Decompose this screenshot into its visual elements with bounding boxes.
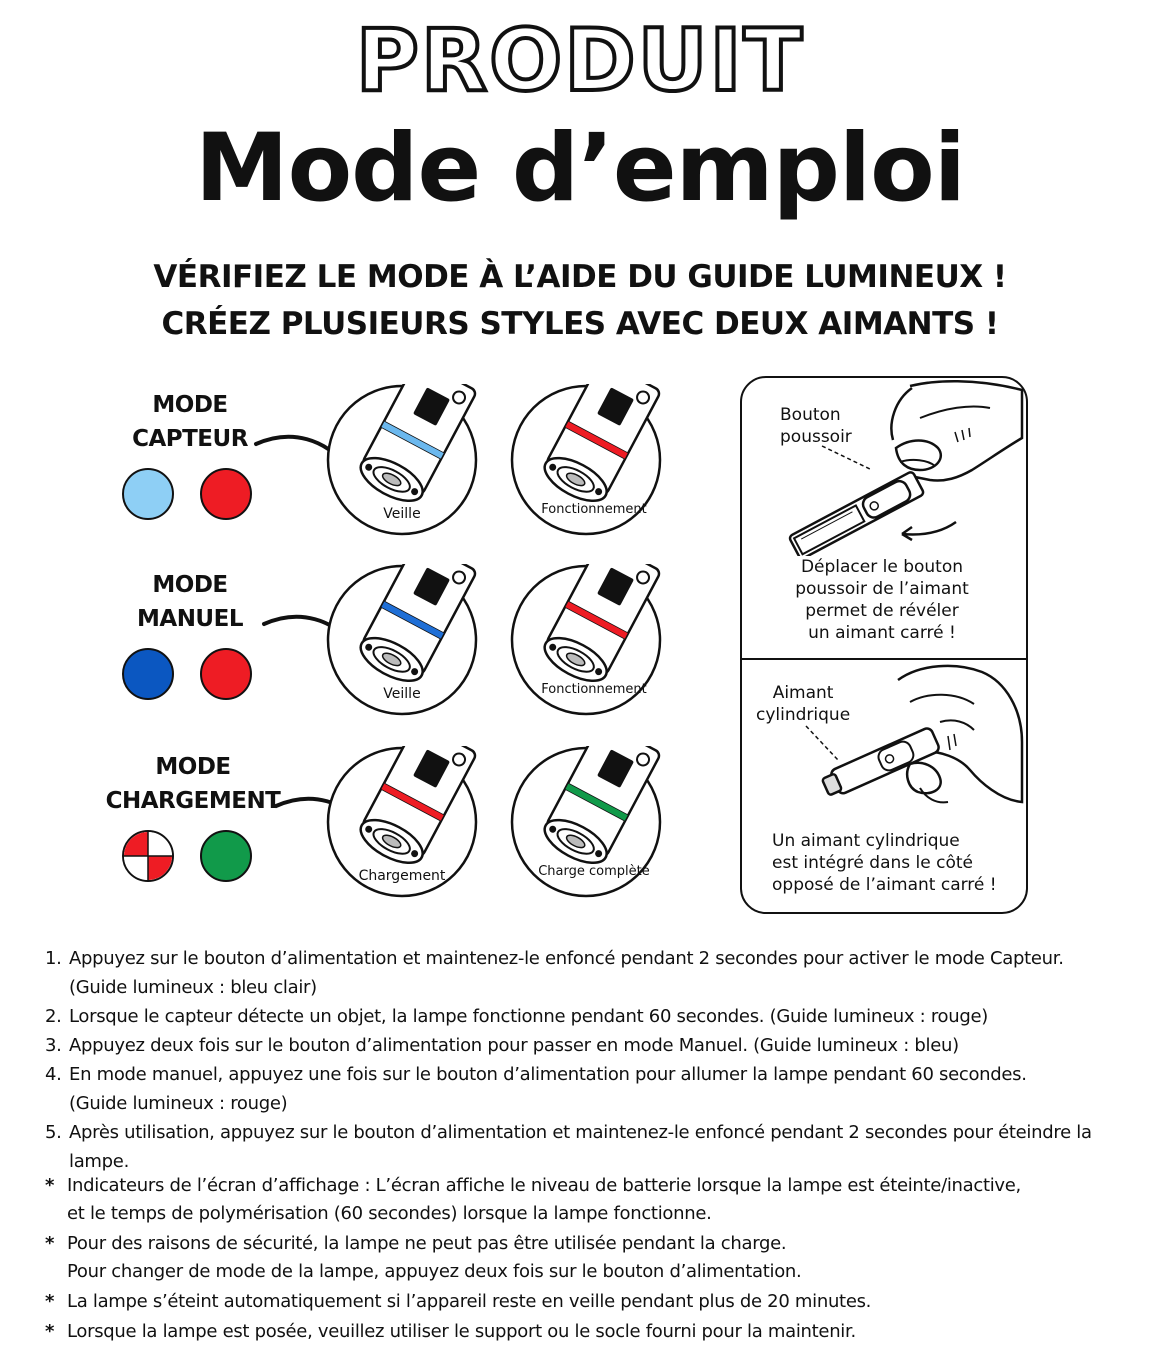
note-body: La lampe s’éteint automatiquement si l’a…: [67, 1288, 871, 1316]
note-text: Lorsque la lampe est posée, veuillez uti…: [67, 1321, 856, 1342]
step-number: 1.: [45, 948, 62, 969]
step-body: Lorsque le capteur détecte un objet, la …: [69, 1002, 988, 1031]
safety-notes: * Indicateurs de l’écran d’affichage : L’…: [45, 1172, 1145, 1348]
instruction-steps: 1. Appuyez sur le bouton d’alimentation e…: [45, 944, 1145, 1176]
magnet-info-panel: [740, 376, 1028, 914]
lamp-illustration: [326, 564, 478, 716]
mode-name: MANUEL: [137, 606, 243, 632]
note-body: Indicateurs de l’écran d’affichage : L’é…: [67, 1172, 1021, 1228]
lamp-state-label: Fonctionnement: [541, 502, 647, 517]
step-number: 5.: [45, 1122, 62, 1143]
step-text: Appuyez deux fois sur le bouton d’alimen…: [69, 1035, 959, 1056]
step-text: Appuyez sur le bouton d’alimentation et …: [69, 948, 1064, 969]
panel-divider: [740, 658, 1028, 660]
note-item: * Lorsque la lampe est posée, veuillez ut…: [45, 1318, 1145, 1346]
step-body: Appuyez deux fois sur le bouton d’alimen…: [69, 1031, 959, 1060]
lamp-state-label: Veille: [383, 506, 421, 522]
note-text: Pour des raisons de sécurité, la lampe n…: [67, 1233, 787, 1254]
step-item: 3. Appuyez deux fois sur le bouton d’alim…: [45, 1031, 1145, 1060]
lamp-state-label: Fonctionnement: [541, 682, 647, 697]
mode-label-chargement: MODE CHARGEMENT: [98, 750, 288, 818]
product-title: PRODUIT: [354, 11, 805, 111]
note-asterisk: *: [45, 1291, 55, 1312]
mode-word: MODE: [152, 572, 228, 598]
mode-word: MODE: [155, 754, 231, 780]
cylinder-magnet-label: Aimant cylindrique: [756, 683, 851, 725]
indicator-dot: [122, 468, 174, 520]
push-button-illustration: [788, 379, 1024, 556]
note-asterisk: *: [45, 1321, 55, 1342]
mode-label-manuel: MODE MANUEL: [120, 568, 260, 636]
cylinder-magnet-illustration: [805, 664, 1024, 804]
tagline-magnets: CRÉEZ PLUSIEURS STYLES AVEC DEUX AIMANTS…: [161, 306, 999, 342]
note-item: * Pour des raisons de sécurité, la lampe …: [45, 1230, 1145, 1286]
lamp-illustration: [326, 746, 478, 898]
note-text: La lampe s’éteint automatiquement si l’a…: [67, 1291, 872, 1312]
lamp-illustration: [510, 384, 662, 536]
note-body: Lorsque la lampe est posée, veuillez uti…: [67, 1318, 856, 1346]
step-body: En mode manuel, appuyez une fois sur le …: [69, 1060, 1027, 1118]
mode-label-capteur: MODE CAPTEUR: [120, 388, 260, 456]
step-number: 2.: [45, 1006, 62, 1027]
indicator-dot: [200, 468, 252, 520]
note-text-continued: Pour changer de mode de la lampe, appuye…: [67, 1261, 802, 1282]
push-button-label: Bouton poussoir: [780, 405, 852, 447]
cylinder-magnet-text: Un aimant cylindrique est intégré dans l…: [772, 831, 997, 895]
note-item: * Indicateurs de l’écran d’affichage : L’…: [45, 1172, 1145, 1228]
lamp-illustration: [326, 384, 478, 536]
lamp-state-label: Veille: [383, 686, 421, 702]
step-text: Lorsque le capteur détecte un objet, la …: [69, 1006, 988, 1027]
note-text-continued: et le temps de polymérisation (60 second…: [67, 1203, 712, 1224]
lamp-state-label: Chargement: [358, 868, 446, 884]
step-item: 5. Après utilisation, appuyez sur le bout…: [45, 1118, 1145, 1176]
step-text: Après utilisation, appuyez sur le bouton…: [69, 1122, 1092, 1172]
push-button-text: Déplacer le bouton poussoir de l’aimant …: [795, 557, 969, 643]
step-body: Après utilisation, appuyez sur le bouton…: [69, 1118, 1145, 1176]
indicator-dot: [122, 648, 174, 700]
step-text-continued: (Guide lumineux : bleu clair): [69, 977, 317, 998]
step-item: 1. Appuyez sur le bouton d’alimentation e…: [45, 944, 1145, 1002]
note-asterisk: *: [45, 1233, 55, 1254]
step-number: 3.: [45, 1035, 62, 1056]
mode-name: CAPTEUR: [132, 426, 248, 452]
step-item: 4. En mode manuel, appuyez une fois sur l…: [45, 1060, 1145, 1118]
mode-word: MODE: [152, 392, 228, 418]
lamp-illustration: [510, 746, 662, 898]
lamp-state-label: Charge complète: [538, 864, 650, 879]
indicator-dot: [200, 648, 252, 700]
step-body: Appuyez sur le bouton d’alimentation et …: [69, 944, 1064, 1002]
note-text: Indicateurs de l’écran d’affichage : L’é…: [67, 1175, 1021, 1196]
step-item: 2. Lorsque le capteur détecte un objet, l…: [45, 1002, 1145, 1031]
page-title: Mode d’emploi: [195, 114, 966, 223]
step-text: En mode manuel, appuyez une fois sur le …: [69, 1064, 1027, 1085]
note-item: * La lampe s’éteint automatiquement si l’…: [45, 1288, 1145, 1316]
indicator-dot: [200, 830, 252, 882]
note-asterisk: *: [45, 1175, 55, 1196]
lamp-illustration: [510, 564, 662, 716]
checker-indicator-dot: [122, 830, 174, 882]
mode-name: CHARGEMENT: [105, 788, 281, 814]
note-body: Pour des raisons de sécurité, la lampe n…: [67, 1230, 802, 1286]
tagline-light-guide: VÉRIFIEZ LE MODE À L’AIDE DU GUIDE LUMIN…: [153, 259, 1007, 295]
step-text-continued: (Guide lumineux : rouge): [69, 1093, 288, 1114]
step-number: 4.: [45, 1064, 62, 1085]
